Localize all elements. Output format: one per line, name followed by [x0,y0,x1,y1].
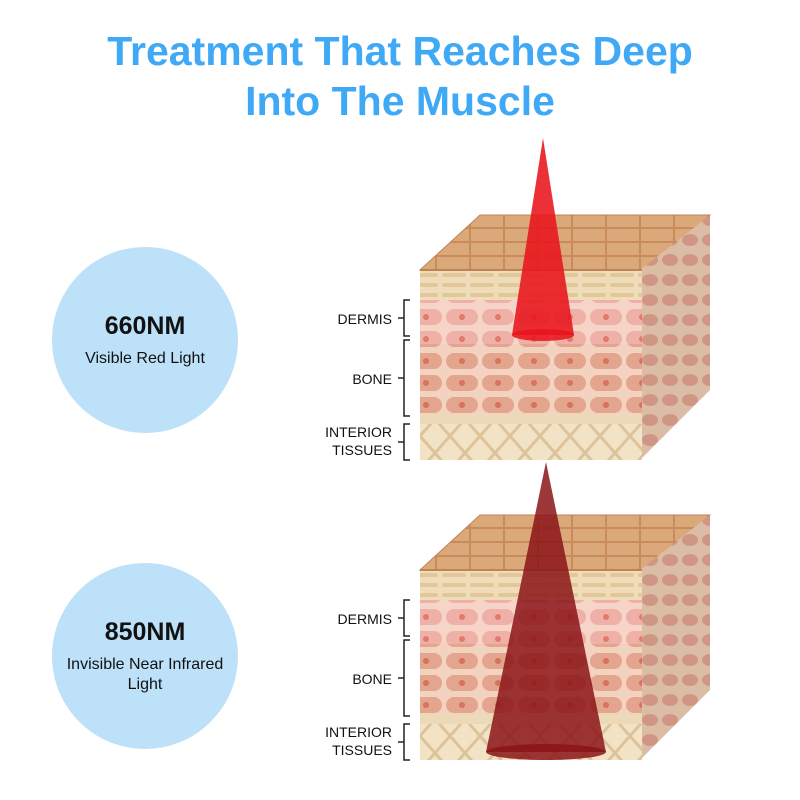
light-beam [512,138,574,335]
wavelength-description: Visible Red Light [85,349,205,367]
wavelength-value: 660NM [104,311,186,340]
skin-cross-section [398,462,712,761]
skin-diagram-660: DERMIS BONE INTERIOR TISSUES [300,130,720,461]
wavelength-description: Invisible Near Infrared Light [66,655,224,693]
wavelength-badge-850: 850NM Invisible Near Infrared Light [52,563,238,749]
layer-label-interior: INTERIOR TISSUES [325,724,392,758]
layer-label-dermis: DERMIS [337,611,392,627]
title-line-1: Treatment That Reaches Deep [107,28,693,74]
wavelength-value: 850NM [104,617,186,646]
layer-label-bone: BONE [352,371,392,387]
skin-diagram-850: DERMIS BONE INTERIOR TISSUES [300,430,720,761]
title-line-2: Into The Muscle [245,78,555,124]
wavelength-badge-660: 660NM Visible Red Light [52,247,238,433]
page-title: Treatment That Reaches Deep Into The Mus… [0,26,800,126]
layer-label-interior: INTERIOR TISSUES [325,424,392,458]
skin-cross-section [398,138,712,461]
layer-label-dermis: DERMIS [337,311,392,327]
light-beam [486,462,606,752]
layer-label-bone: BONE [352,671,392,687]
